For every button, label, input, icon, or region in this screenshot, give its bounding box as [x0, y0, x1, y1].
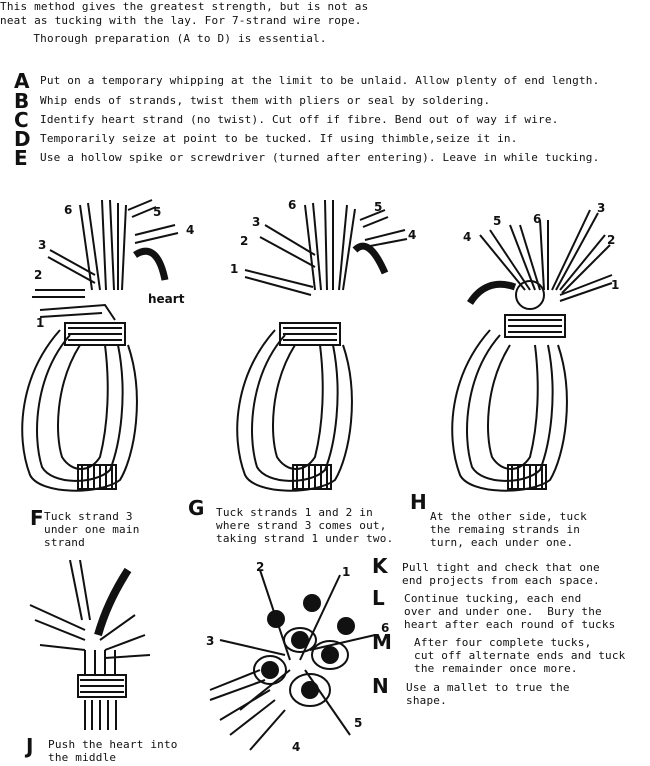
note-letter: N	[372, 674, 389, 698]
strand-label-3: 3	[252, 215, 261, 229]
intro-line: neat as tucking with the lay. For 7-stra…	[0, 14, 362, 27]
caption-j: J Push the heart into the middle	[26, 736, 226, 764]
strand-label-4: 4	[408, 228, 417, 242]
note-m: M After four complete tucks, cut off alt…	[372, 630, 625, 675]
caption-h: H At the other side, tuck the remaing st…	[410, 492, 640, 552]
step-letter: E	[14, 145, 28, 170]
strand-label-4: 4	[292, 740, 301, 754]
splice-illustration-j	[29, 560, 151, 730]
step-text: Put on a temporary whipping at the limit…	[40, 74, 600, 87]
step-letter: A	[14, 68, 30, 93]
step-letter: D	[14, 126, 31, 151]
step-c: C Identify heart strand (no twist). Cut o…	[14, 109, 559, 130]
step-text: Whip ends of strands, twist them with pl…	[40, 94, 491, 107]
strand-label-2: 2	[34, 268, 43, 282]
strand-label-6: 6	[288, 198, 297, 212]
note-l: L Continue tucking, each end over and un…	[372, 586, 615, 631]
strand-label-1: 1	[230, 262, 239, 276]
strand-label-5: 5	[493, 214, 502, 228]
step-d: D Temporarily seize at point to be tucked…	[14, 128, 518, 149]
strand-label-2: 2	[256, 560, 265, 574]
step-a: A Put on a temporary whipping at the limi…	[14, 70, 599, 91]
strand-label-6: 6	[381, 621, 390, 635]
strand-label-6: 6	[533, 212, 542, 226]
note-letter: K	[372, 554, 388, 578]
strand-label-4: 4	[463, 230, 472, 244]
caption-letter: G	[188, 496, 205, 520]
note-k: K Pull tight and check that one end proj…	[372, 554, 600, 587]
step-letter: B	[14, 88, 30, 113]
strand-label-4: 4	[186, 223, 195, 237]
intro-line: Thorough preparation (A to D) is essenti…	[33, 32, 327, 45]
strand-label-6: 6	[64, 203, 73, 217]
strand-label-2: 2	[607, 233, 616, 247]
note-n: N Use a mallet to true the shape.	[372, 674, 570, 707]
note-letter: M	[372, 630, 392, 654]
caption-g: G Tuck strands 1 and 2 in where strand 3…	[188, 498, 408, 548]
note-text: Use a mallet to true the shape.	[406, 681, 570, 707]
step-letter: C	[14, 107, 29, 132]
caption-text: At the other side, tuck the remaing stra…	[430, 510, 587, 549]
strand-label-5: 5	[354, 716, 363, 730]
strand-label-3: 3	[597, 201, 606, 215]
strand-label-5: 5	[153, 205, 162, 219]
strand-label-5: 5	[374, 200, 383, 214]
caption-letter: F	[30, 506, 44, 530]
caption-letter: J	[26, 734, 34, 758]
strand-label-1: 1	[36, 316, 45, 330]
note-text: Continue tucking, each end over and unde…	[404, 592, 616, 631]
caption-letter: H	[410, 490, 427, 514]
strand-label-3: 3	[38, 238, 47, 252]
step-text: Temporarily seize at point to be tucked.…	[40, 132, 518, 145]
note-letter: L	[372, 586, 385, 610]
splice-illustration-g	[236, 199, 408, 492]
note-text: Pull tight and check that one end projec…	[402, 561, 600, 587]
splice-illustration-f	[21, 199, 179, 492]
step-text: Use a hollow spike or screwdriver (turne…	[40, 151, 600, 164]
step-b: B Whip ends of strands, twist them with p…	[14, 90, 490, 111]
step-e: E Use a hollow spike or screwdriver (turn…	[14, 147, 599, 168]
intro-line: This method gives the greatest strength,…	[0, 0, 369, 13]
heart-label: heart	[148, 292, 185, 306]
strand-label-1: 1	[611, 278, 620, 292]
strand-label-2: 2	[240, 234, 249, 248]
strand-label-3: 3	[206, 634, 215, 648]
step-text: Identify heart strand (no twist). Cut of…	[40, 113, 559, 126]
splice-illustration-k	[209, 569, 376, 751]
splice-illustration-h	[451, 209, 613, 492]
caption-text: Push the heart into the middle	[48, 738, 178, 764]
caption-text: Tuck strand 3 under one main strand	[44, 510, 140, 549]
caption-f: F Tuck strand 3 under one main strand	[30, 508, 200, 558]
intro-text: This method gives the greatest strength,…	[0, 0, 369, 46]
strand-label-1: 1	[342, 565, 351, 579]
note-text: After four complete tucks, cut off alter…	[414, 636, 626, 675]
caption-text: Tuck strands 1 and 2 in where strand 3 c…	[216, 506, 394, 545]
